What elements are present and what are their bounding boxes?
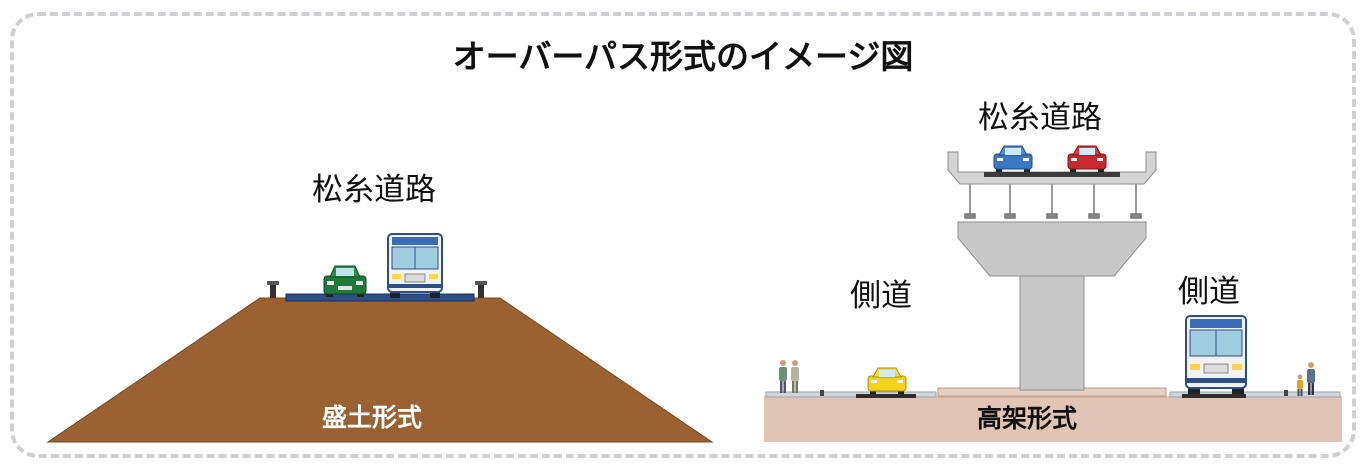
elevated-road-label: 松糸道路	[978, 100, 1102, 136]
bridge-deck	[947, 151, 1157, 185]
pedestrian-icon	[1307, 362, 1315, 395]
diagram-title: オーバーパス形式のイメージ図	[452, 37, 914, 76]
bus-icon	[387, 233, 443, 298]
car-icon	[867, 367, 907, 394]
elevated-type-label: 高架形式	[977, 404, 1078, 433]
pedestrian-icon	[1297, 374, 1303, 396]
pier-head	[957, 221, 1147, 277]
side-road-right-label: 側道	[1178, 274, 1240, 310]
ground-block	[764, 396, 1342, 442]
car-icon	[1067, 145, 1107, 172]
guard-post-right	[475, 281, 487, 298]
elevated-section	[764, 145, 1342, 442]
embankment-road-label: 松糸道路	[312, 172, 436, 208]
car-icon	[993, 145, 1033, 172]
bearings	[964, 184, 1142, 219]
side-road-left	[765, 391, 937, 398]
side-road-left-label: 側道	[850, 278, 912, 314]
side-road-right	[1169, 391, 1341, 398]
embankment-type-label: 盛土形式	[322, 403, 423, 432]
bus-icon	[1185, 315, 1247, 394]
car-icon	[323, 265, 367, 297]
guard-post-left	[267, 281, 279, 298]
embankment-section	[46, 233, 714, 443]
dashed-frame	[10, 12, 1356, 458]
pier-column	[1019, 275, 1085, 391]
embankment-road-surface	[285, 293, 475, 302]
pedestrian-icon	[791, 360, 799, 393]
pedestrian-icon	[779, 360, 787, 393]
